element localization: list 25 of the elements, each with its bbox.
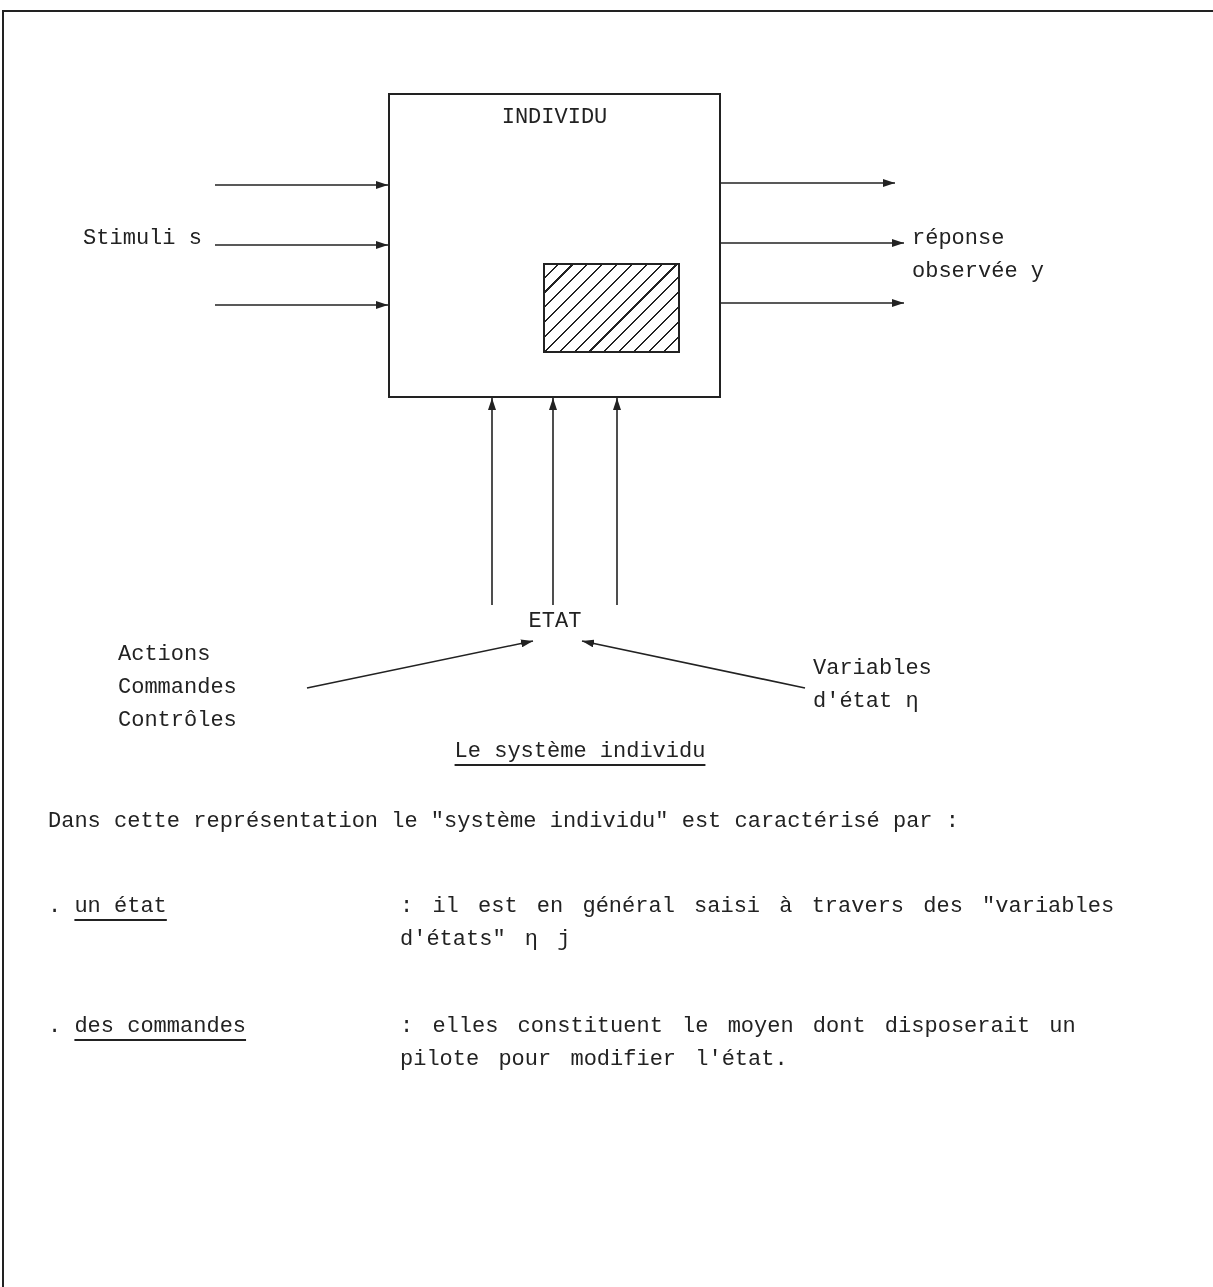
arrow xyxy=(306,639,534,689)
arrow xyxy=(720,179,896,187)
output-label: réponse observée y xyxy=(904,222,1064,322)
arrow xyxy=(720,239,905,247)
arrow xyxy=(613,397,621,606)
box-title: INDIVIDU xyxy=(500,105,609,130)
arrow xyxy=(488,397,496,606)
term: . des commandes xyxy=(48,1013,248,1041)
arrow xyxy=(549,397,557,606)
caption: Le système individu xyxy=(453,738,707,766)
arrow xyxy=(214,181,389,189)
input-label: Stimuli s xyxy=(70,222,215,322)
arrow xyxy=(720,299,905,307)
arrow xyxy=(214,241,389,249)
state-variables-label: Variables d'état η xyxy=(805,652,1015,722)
input-label: Actions Commandes Contrôles xyxy=(110,638,307,742)
system-box xyxy=(388,93,721,398)
arrow xyxy=(214,301,389,309)
term: . un état xyxy=(48,893,168,921)
arrow xyxy=(581,639,806,689)
definition: : elles constituent le moyen dont disposerait un pilote pour modifier l'état. xyxy=(400,1013,1077,1074)
definition: : il est en général saisi à travers des "variables d'états" η j xyxy=(400,893,1116,954)
state-label: ETAT xyxy=(480,605,630,641)
paragraph: Dans cette représentation le "système individu" est caractérisé par : xyxy=(48,808,960,836)
hatched-box xyxy=(543,263,680,353)
